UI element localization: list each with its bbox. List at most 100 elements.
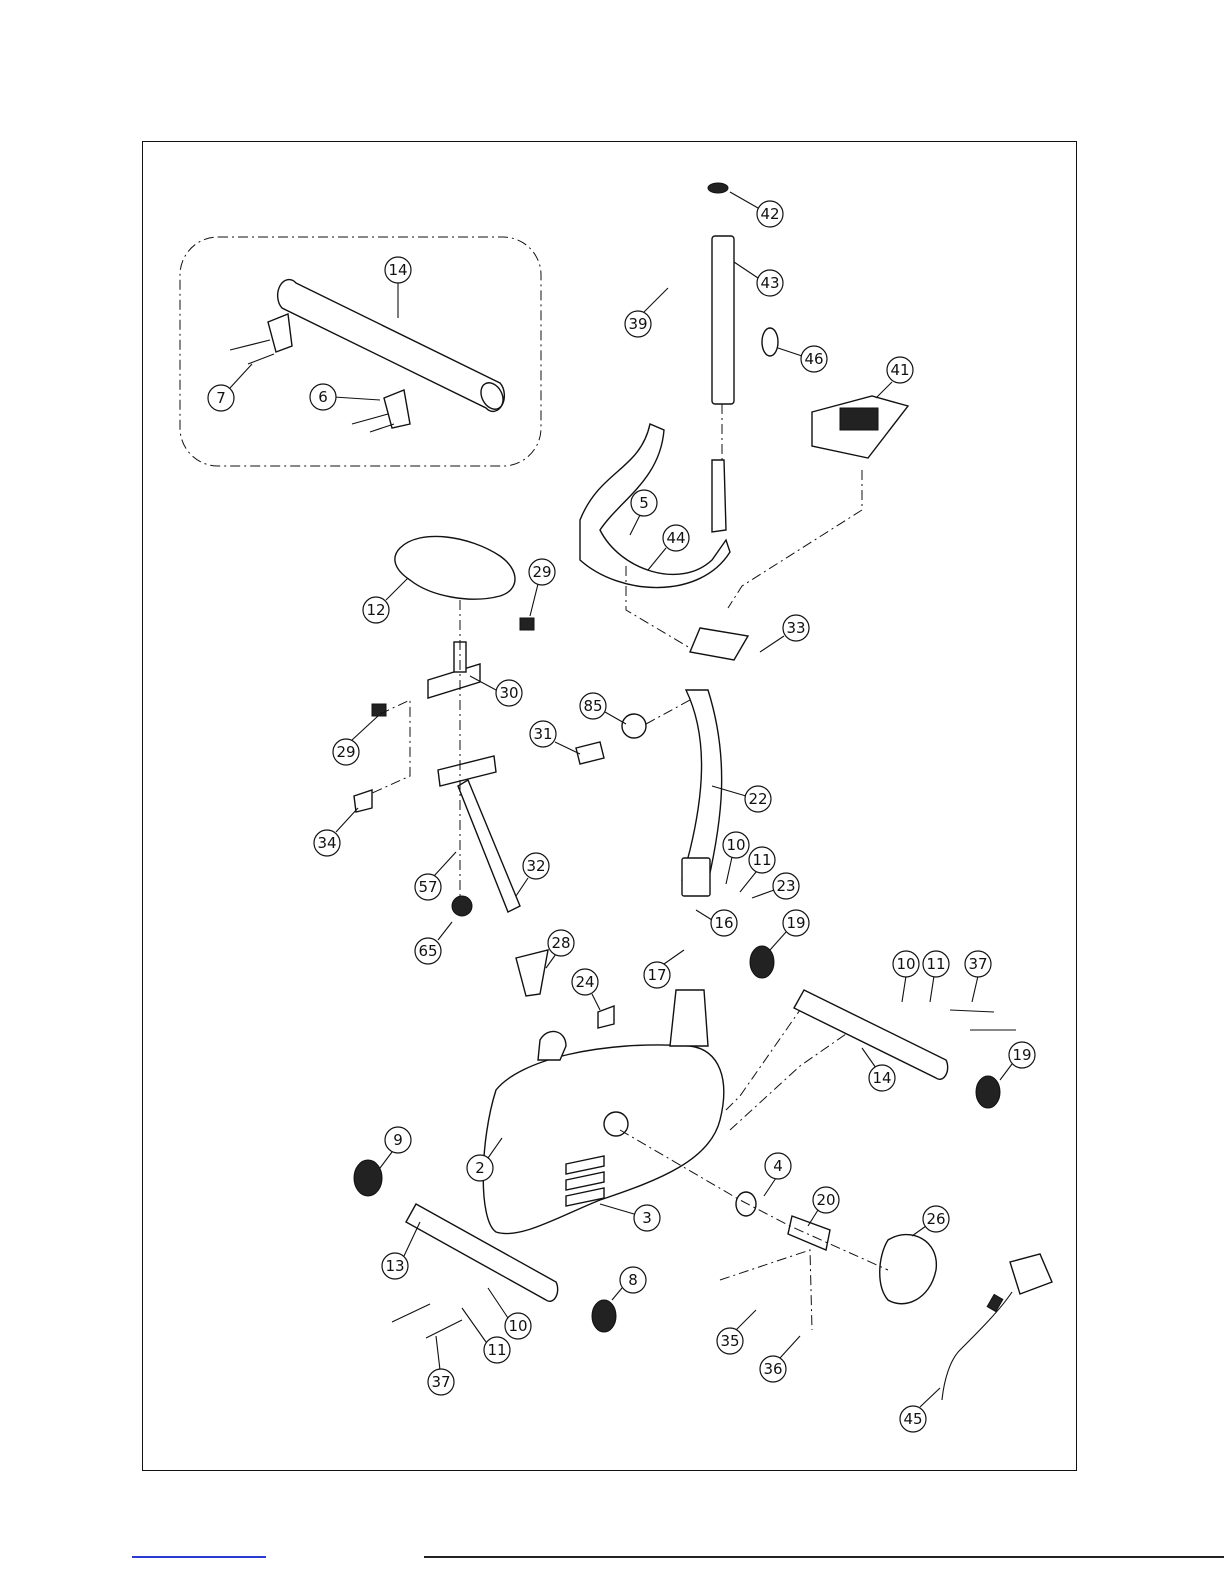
callout-number: 85	[583, 697, 602, 715]
callout-number: 5	[639, 494, 649, 512]
callout-leader-line	[770, 932, 786, 950]
callout-8: 8	[612, 1267, 646, 1300]
callout-number: 57	[418, 878, 437, 896]
callout-number: 29	[532, 563, 551, 581]
callout-number: 17	[647, 966, 666, 984]
callout-36: 36	[760, 1336, 800, 1382]
callout-number: 10	[508, 1317, 527, 1335]
callout-34: 34	[314, 808, 358, 856]
callout-11: 11	[462, 1308, 510, 1363]
callout-leader-line	[760, 636, 784, 652]
callout-14: 14	[385, 257, 411, 318]
callout-39: 39	[625, 288, 668, 337]
callout-31: 31	[530, 721, 580, 754]
callout-20: 20	[808, 1187, 839, 1226]
callout-5: 5	[630, 490, 657, 535]
callout-number: 36	[763, 1360, 782, 1378]
callout-24: 24	[572, 969, 600, 1010]
callout-leader-line	[530, 584, 538, 616]
callout-26: 26	[912, 1206, 949, 1236]
callout-leader-line	[380, 1152, 392, 1168]
callout-leader-line	[920, 1388, 940, 1407]
inset-rear-stabilizer	[230, 280, 507, 432]
callout-number: 19	[1012, 1046, 1031, 1064]
callout-leader-line	[488, 1288, 508, 1318]
callout-leader-line	[778, 348, 802, 356]
callout-number: 9	[393, 1131, 403, 1149]
callout-number: 11	[752, 851, 771, 869]
callout-number: 7	[216, 389, 226, 407]
callout-number: 44	[666, 529, 685, 547]
callout-10: 10	[893, 951, 919, 1002]
callout-leader-line	[972, 976, 978, 1002]
callout-19: 19	[1000, 1042, 1035, 1080]
callout-12: 12	[363, 578, 408, 623]
callout-leader-line	[752, 890, 774, 898]
callout-65: 65	[415, 922, 452, 964]
callout-number: 26	[926, 1210, 945, 1228]
callout-number: 4	[773, 1157, 783, 1175]
callout-leader-line	[912, 1226, 926, 1236]
callout-43: 43	[734, 262, 783, 296]
callout-leader-line	[334, 397, 380, 400]
callout-number: 39	[628, 315, 647, 333]
callout-number: 13	[385, 1257, 404, 1275]
callout-85: 85	[580, 693, 626, 724]
callout-number: 43	[760, 274, 779, 292]
callout-number: 10	[726, 836, 745, 854]
callout-number: 11	[487, 1341, 506, 1359]
callout-33: 33	[760, 615, 809, 652]
callout-leader-line	[352, 716, 378, 740]
callout-number: 45	[903, 1410, 922, 1428]
callout-leader-line	[404, 1222, 420, 1256]
callout-41: 41	[876, 357, 913, 398]
callout-4: 4	[764, 1153, 791, 1196]
callout-leader-line	[740, 872, 756, 892]
callout-23: 23	[752, 873, 799, 899]
callout-leader-line	[592, 994, 600, 1010]
callout-16: 16	[696, 910, 737, 936]
footer-rule	[424, 1556, 1224, 1558]
callout-13: 13	[382, 1222, 420, 1279]
footer-link-rule	[132, 1556, 266, 1558]
callout-leader-line	[902, 976, 906, 1002]
callout-number: 2	[475, 1159, 485, 1177]
callout-leader-line	[386, 578, 408, 600]
callout-leader-line	[862, 1048, 876, 1068]
callout-leader-line	[605, 712, 626, 724]
callout-number: 11	[926, 955, 945, 973]
callout-leader-line	[434, 852, 456, 876]
console-assembly	[576, 183, 908, 896]
callout-number: 30	[499, 684, 518, 702]
callout-number: 35	[720, 1332, 739, 1350]
callout-29: 29	[333, 716, 378, 765]
callout-number: 29	[336, 743, 355, 761]
callout-number: 32	[526, 857, 545, 875]
callout-35: 35	[717, 1310, 756, 1354]
callout-leader-line	[436, 1336, 440, 1370]
callout-number: 37	[968, 955, 987, 973]
callout-leader-line	[664, 950, 684, 964]
callout-leader-line	[612, 1288, 622, 1300]
callout-45: 45	[900, 1388, 940, 1432]
detail-inset-box	[180, 237, 541, 466]
callout-leader-line	[462, 1308, 486, 1342]
callout-leader-line	[930, 976, 934, 1002]
callout-number: 28	[551, 934, 570, 952]
callout-leader-line	[730, 192, 758, 208]
callout-number: 37	[431, 1373, 450, 1391]
callout-leader-line	[726, 857, 732, 884]
callout-32: 32	[516, 853, 549, 896]
callout-number: 33	[786, 619, 805, 637]
callout-leader-line	[648, 548, 666, 570]
callout-number: 8	[628, 1271, 638, 1289]
callout-number: 10	[896, 955, 915, 973]
callout-leader-line	[230, 364, 252, 388]
callout-number: 3	[642, 1209, 652, 1227]
callout-11: 11	[923, 951, 949, 1002]
callout-number: 12	[366, 601, 385, 619]
callout-7: 7	[208, 364, 252, 411]
callout-3: 3	[600, 1204, 660, 1231]
